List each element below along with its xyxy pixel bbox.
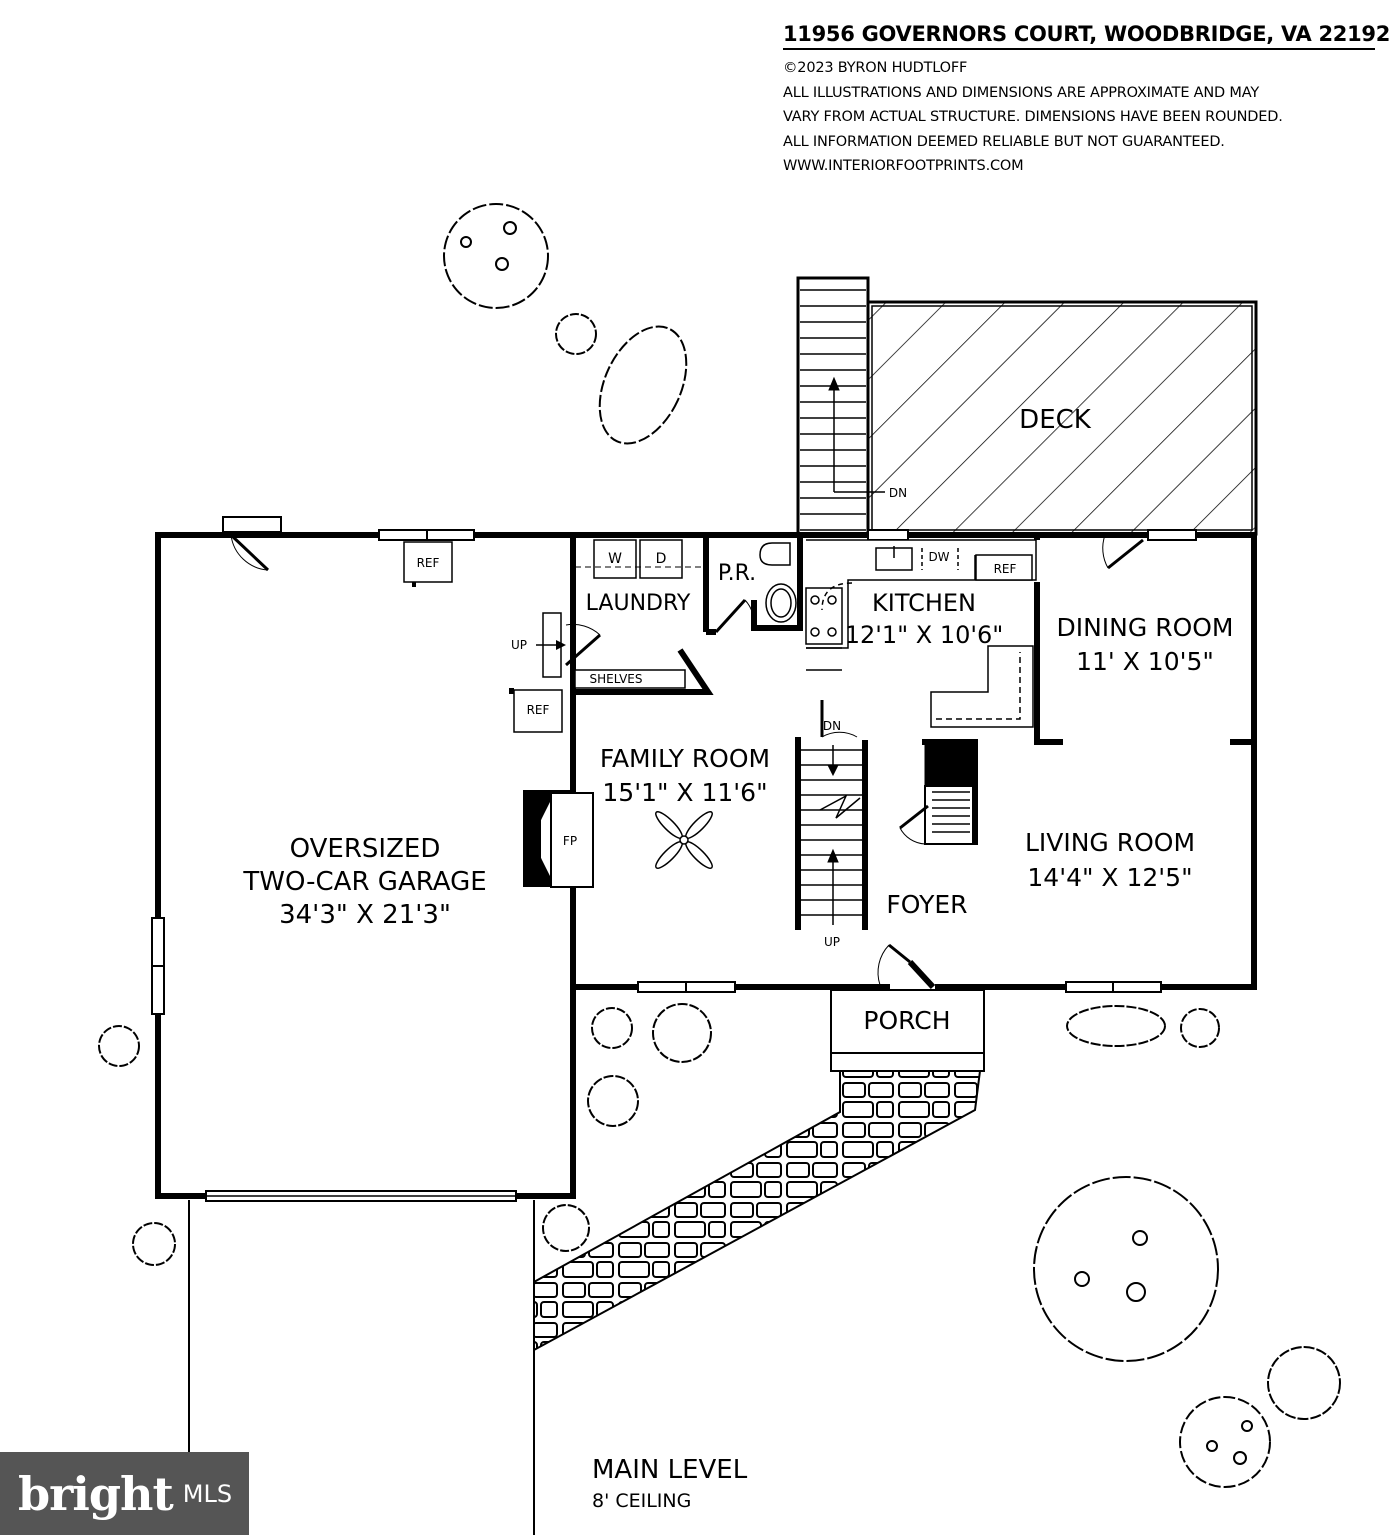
bright-mls-logo: bright MLS (0, 1452, 249, 1535)
laundry-label: LAUNDRY (586, 591, 691, 616)
plan-header: 11956 GOVERNORS COURT, WOODBRIDGE, VA 22… (783, 22, 1390, 179)
logo-brand: bright (18, 1466, 174, 1521)
laundry-up-label: UP (511, 638, 527, 652)
room-labels: DECK OVERSIZED TWO-CAR GARAGE 34'3" X 21… (242, 405, 1233, 1035)
deck-label: DECK (1019, 405, 1092, 435)
website-line: WWW.INTERIORFOOTPRINTS.COM (783, 158, 1024, 174)
fireplace-label: FP (563, 834, 577, 848)
address-title: 11956 GOVERNORS COURT, WOODBRIDGE, VA 22… (783, 22, 1390, 50)
kitchen-ref-label: REF (994, 562, 1017, 576)
driveway (188, 1200, 535, 1535)
garage-label-1: OVERSIZED (290, 834, 441, 864)
foyer-label: FOYER (886, 890, 967, 919)
level-label: MAIN LEVEL (592, 1455, 748, 1485)
garage-dims: 34'3" X 21'3" (279, 900, 451, 930)
ceiling-fan (655, 811, 713, 869)
washer-label: W (608, 551, 622, 567)
disclaimer-line-1: ALL ILLUSTRATIONS AND DIMENSIONS ARE APP… (783, 84, 1259, 101)
family-room-dims: 15'1" X 11'6" (602, 778, 767, 807)
porch-label: PORCH (863, 1006, 950, 1035)
shelves-label: SHELVES (590, 672, 643, 686)
garage-ref-label: REF (417, 556, 440, 570)
porch (830, 989, 985, 1072)
fireplace (523, 790, 594, 888)
doors (565, 534, 1144, 986)
garage-ref-2-label: REF (527, 703, 550, 717)
deck-dn-label: DN (889, 486, 907, 500)
living-room-label: LIVING ROOM (1025, 828, 1195, 857)
garage-label-2: TWO-CAR GARAGE (242, 867, 486, 897)
fixture-labels: REF REF REF W D DW SHELVES FP UP UP DN D… (417, 486, 1017, 949)
powder-room-label: P.R. (718, 561, 756, 586)
powder-room-fixtures (759, 542, 797, 623)
dishwasher-label: DW (928, 550, 949, 564)
logo-mls: MLS (182, 1479, 233, 1508)
deck (866, 300, 1258, 536)
kitchen-fixtures (805, 539, 1040, 728)
dining-label: DINING ROOM (1056, 613, 1233, 642)
landscaping (98, 203, 1341, 1488)
deck-stairs (796, 276, 885, 536)
basement-stairs (800, 741, 974, 925)
laundry-fixtures (536, 539, 704, 689)
dryer-label: D (656, 551, 667, 567)
family-room-label: FAMILY ROOM (600, 744, 770, 773)
windows (378, 529, 1197, 993)
kitchen-label: KITCHEN (872, 589, 976, 617)
disclaimer-line-3: ALL INFORMATION DEEMED RELIABLE BUT NOT … (783, 133, 1225, 150)
ceiling-label: 8' CEILING (592, 1490, 691, 1512)
living-room-dims: 14'4" X 12'5" (1027, 863, 1192, 892)
copyright-line: ©2023 BYRON HUDTLOFF (783, 60, 968, 76)
garage-fridges (403, 541, 563, 733)
stair-dn-label: DN (823, 719, 841, 733)
kitchen-dims: 12'1" X 10'6" (845, 621, 1004, 649)
disclaimer-line-2: VARY FROM ACTUAL STRUCTURE. DIMENSIONS H… (783, 109, 1283, 125)
stair-up-label: UP (824, 935, 840, 949)
dining-dims: 11' X 10'5" (1076, 647, 1214, 676)
